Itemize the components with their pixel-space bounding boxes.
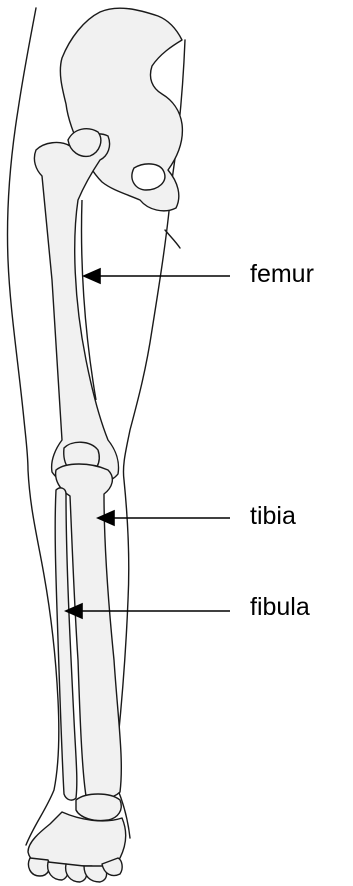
- femur-label: femur: [250, 262, 314, 287]
- ankle-bones: [76, 794, 121, 821]
- toe-2: [48, 862, 68, 880]
- tibia-label: tibia: [250, 504, 296, 529]
- obturator-foramen: [132, 164, 165, 190]
- fibula-label: fibula: [250, 595, 310, 620]
- thigh-inner-crease: [165, 230, 180, 248]
- foot-bones: [28, 812, 126, 867]
- femur-arrow-head: [84, 269, 100, 283]
- toe-1: [28, 858, 49, 876]
- femur-bone: [34, 134, 118, 483]
- leg-outline-left: [7, 8, 58, 845]
- foot: [28, 794, 126, 882]
